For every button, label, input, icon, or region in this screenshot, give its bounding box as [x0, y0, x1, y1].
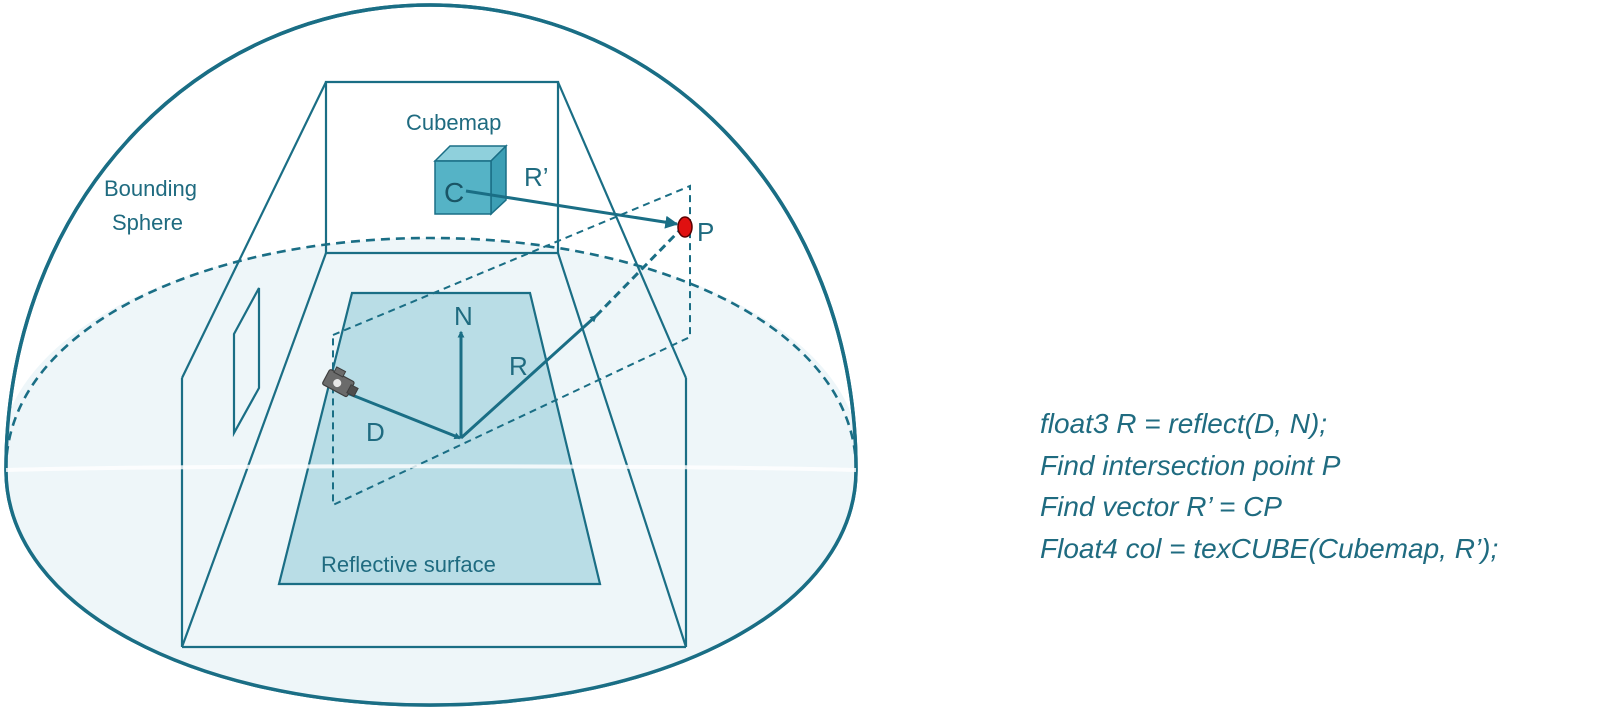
vector-r — [459, 314, 598, 440]
sphere-equator-back — [4, 236, 858, 471]
code-line: Find intersection point P — [1040, 449, 1341, 481]
label-normal: N — [454, 301, 473, 331]
left-wall-window — [232, 287, 261, 438]
label-cube-center: C — [444, 177, 464, 208]
label-bounding-sphere-line2: Sphere — [112, 210, 183, 235]
label-direction: D — [366, 417, 385, 447]
code-line: Float4 col = texCUBE(Cubemap, R’); — [1040, 532, 1499, 564]
room-left-edge-bottom — [180, 252, 328, 648]
sphere-equator-front — [5, 464, 857, 472]
room-right-edge-bottom — [556, 252, 688, 648]
vector-r-prime — [465, 189, 679, 229]
label-bounding-sphere-line1: Bounding — [104, 176, 197, 201]
reflection-plane — [332, 184, 691, 507]
code-line: Find vector R’ = CP — [1040, 491, 1282, 522]
bounding-sphere-outline — [4, 3, 858, 707]
shader-code-block: float3 R = reflect(D, N); Find intersect… — [1040, 403, 1498, 569]
label-r-prime: R’ — [524, 162, 549, 192]
room-left-edge-top — [181, 81, 327, 379]
vector-d — [346, 391, 462, 440]
label-point-p: P — [697, 217, 714, 247]
intersection-point-icon — [677, 216, 693, 238]
label-cubemap: Cubemap — [406, 110, 501, 135]
vector-r-extension — [594, 228, 682, 318]
camera-icon — [322, 366, 359, 398]
label-reflective-surface: Reflective surface — [321, 552, 496, 577]
label-reflected: R — [509, 351, 528, 381]
room-right-edge-top — [556, 81, 688, 379]
reflective-surface — [277, 291, 602, 586]
code-line: float3 R = reflect(D, N); — [1040, 408, 1328, 439]
